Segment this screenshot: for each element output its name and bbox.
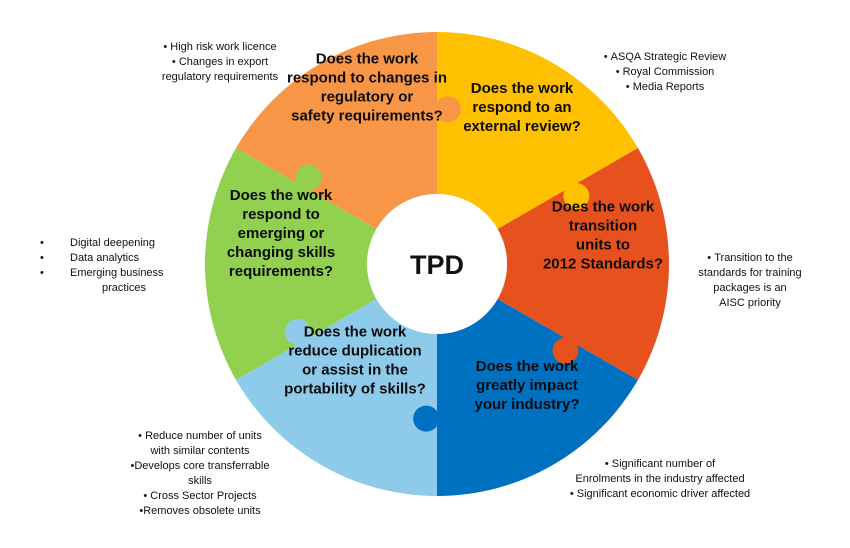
- segment-question-regulatory: Does the work respond to changes in regula…: [287, 51, 447, 125]
- center-circle: [367, 194, 507, 334]
- external-review-notes: ASQA Strategic Review Royal Commission M…: [590, 50, 740, 95]
- note-item: Emerging business: [40, 266, 190, 281]
- note-item: AISC priority: [719, 297, 781, 309]
- note-item: standards for training: [698, 267, 802, 279]
- skills-notes: Digital deepening Data analytics Emergin…: [40, 236, 190, 296]
- question-line: Does the work: [476, 358, 579, 375]
- question-line: changing skills: [227, 244, 335, 261]
- segment-duplication: [236, 299, 437, 496]
- question-line: reduce duplication: [288, 343, 421, 360]
- question-line: respond to an: [472, 99, 571, 116]
- segment-question-external-review: Does the work respond to an external revie…: [463, 80, 581, 135]
- segment-industry: [437, 299, 638, 496]
- question-line: units to: [576, 237, 630, 254]
- question-line: Does the work: [316, 51, 419, 68]
- note-item: practices: [102, 282, 147, 294]
- note-item: skills: [188, 475, 212, 487]
- question-line: Does the work: [471, 80, 574, 97]
- note-item: Develops core transferrable: [120, 459, 280, 474]
- question-line: portability of skills?: [284, 381, 426, 398]
- transition-notes: Transition to the standards for training…: [680, 251, 820, 311]
- regulatory-notes: High risk work licence Changes in export…: [140, 40, 300, 85]
- question-line: respond to: [242, 206, 320, 223]
- puzzle-knob: [295, 164, 322, 191]
- question-line: 2012 Standards?: [543, 256, 663, 273]
- segment-question-duplication: Does the work reduce duplication or assist…: [284, 324, 426, 398]
- note-item: Transition to the: [680, 251, 820, 266]
- question-line: safety requirements?: [291, 108, 443, 125]
- segment-skills: [205, 148, 377, 380]
- question-line: requirements?: [229, 263, 333, 280]
- note-item: Reduce number of units: [120, 429, 280, 444]
- segment-transition: [497, 148, 670, 380]
- puzzle-knob: [552, 337, 579, 364]
- note-item: Significant number of: [555, 457, 765, 472]
- segment-external-review: [437, 32, 638, 229]
- question-line: respond to changes in: [287, 70, 447, 87]
- question-line: external review?: [463, 118, 581, 135]
- center-label: TPD: [410, 250, 464, 280]
- segment-regulatory: [236, 32, 437, 229]
- duplication-notes: Reduce number of units with similar cont…: [120, 429, 280, 519]
- note-item: Cross Sector Projects: [120, 489, 280, 504]
- puzzle-knob: [284, 318, 311, 345]
- note-item: Changes in export: [140, 55, 300, 70]
- note-item: Removes obsolete units: [120, 504, 280, 519]
- puzzle-knob: [413, 405, 440, 432]
- segment-question-transition: Does the work transition units to 2012 Stan…: [543, 199, 663, 273]
- question-line: your industry?: [474, 396, 579, 413]
- note-item: High risk work licence: [140, 40, 300, 55]
- note-item: regulatory requirements: [161, 71, 279, 83]
- note-item: Enrolments in the industry affected: [575, 473, 745, 485]
- puzzle-knob: [563, 183, 590, 210]
- question-line: Does the work: [304, 324, 407, 341]
- question-line: transition: [569, 218, 637, 235]
- note-item: Digital deepening: [40, 236, 190, 251]
- segment-question-skills: Does the work respond to emerging or changi…: [227, 187, 335, 280]
- note-item: with similar contents: [150, 445, 250, 457]
- question-line: Does the work: [552, 199, 655, 216]
- note-item: Royal Commission: [590, 65, 740, 80]
- industry-notes: Significant number of Enrolments in the …: [555, 457, 765, 502]
- question-line: greatly impact: [476, 377, 578, 394]
- puzzle-knob: [434, 96, 461, 123]
- question-line: emerging or: [238, 225, 325, 242]
- note-item: Significant economic driver affected: [555, 487, 765, 502]
- question-line: Does the work: [230, 187, 333, 204]
- note-item: ASQA Strategic Review: [590, 50, 740, 65]
- question-line: or assist in the: [302, 362, 408, 379]
- note-item: packages is an: [713, 282, 787, 294]
- note-item: Data analytics: [40, 251, 190, 266]
- note-item: Media Reports: [590, 80, 740, 95]
- segment-question-industry: Does the work greatly impact your industry…: [474, 358, 579, 413]
- question-line: regulatory or: [321, 89, 414, 106]
